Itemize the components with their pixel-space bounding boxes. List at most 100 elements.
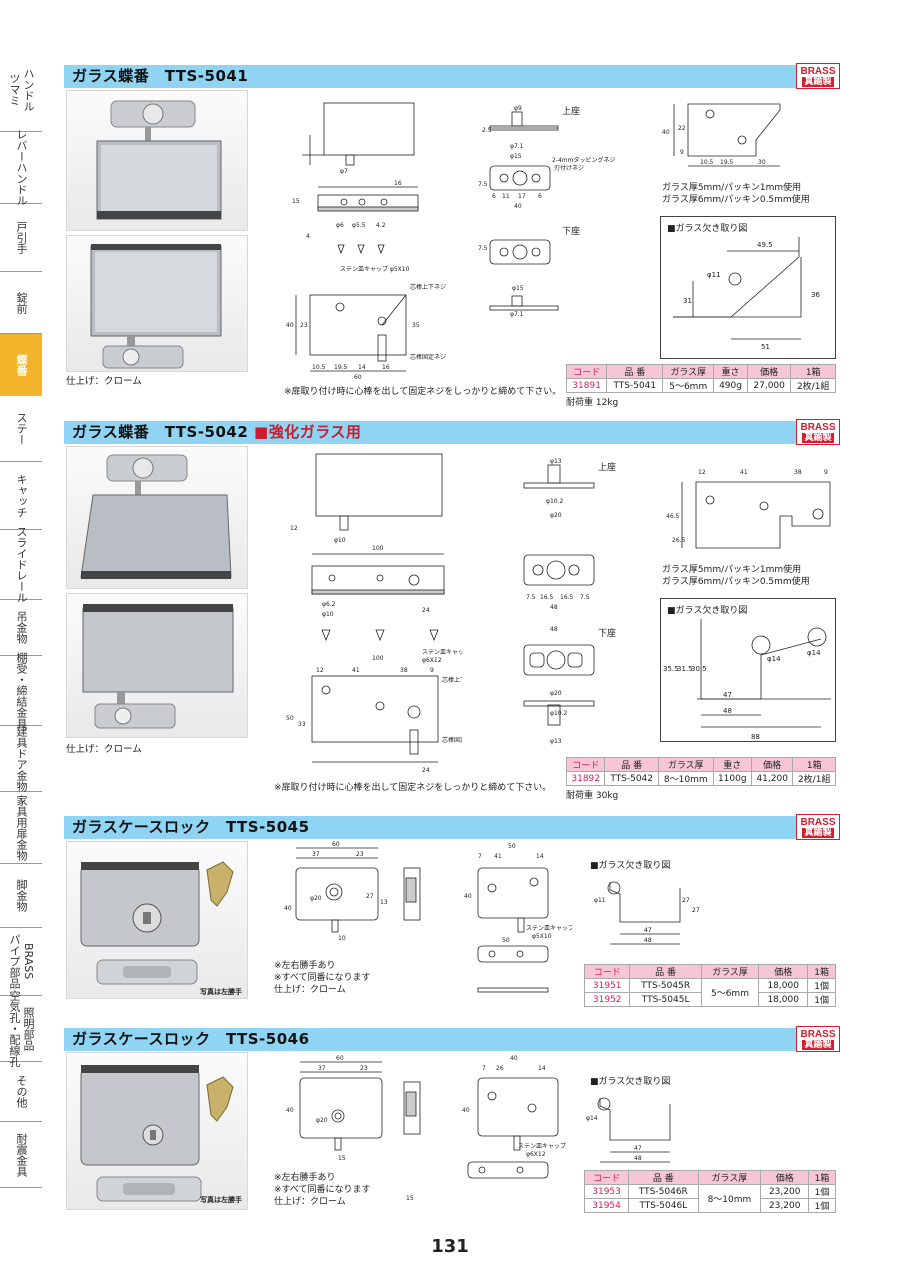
page-number: 131 — [431, 1236, 469, 1257]
svg-text:φ10.2: φ10.2 — [550, 710, 568, 717]
index-tab[interactable]: 錠前 — [0, 272, 42, 334]
product-photo-tts-5046 — [66, 1052, 248, 1210]
svg-text:27: 27 — [692, 907, 700, 914]
svg-text:31: 31 — [683, 297, 692, 305]
photo-caption: 写真は左勝手 — [200, 1196, 242, 1204]
svg-text:φ15: φ15 — [512, 285, 524, 292]
svg-text:2.5: 2.5 — [482, 127, 492, 134]
section-title: ガラス蝶番 TTS-5042 — [72, 423, 249, 441]
brass-badge: BRASS 真鍮製 — [796, 419, 840, 445]
svg-text:48: 48 — [723, 707, 732, 715]
svg-text:27: 27 — [682, 897, 690, 904]
svg-text:6: 6 — [538, 193, 542, 200]
svg-text:φ20: φ20 — [550, 512, 562, 519]
index-tab[interactable]: 耐震金具 — [0, 1122, 42, 1188]
svg-text:φ20: φ20 — [310, 895, 322, 902]
table-cell: TTS-5041 — [606, 378, 664, 393]
table-cell: 490g — [713, 378, 748, 393]
svg-text:刃付けネジ: 刃付けネジ — [554, 164, 584, 172]
svg-text:41: 41 — [494, 853, 502, 860]
hand-note: ※左右勝手あり — [274, 1173, 336, 1183]
install-note: ※扉取り付け時に心棒を出して固定ネジをしっかりと締めて下さい。 — [284, 387, 562, 397]
index-tab[interactable]: 家具用扉金物 — [0, 792, 42, 864]
brass-badge: BRASS 真鍮製 — [796, 63, 840, 89]
table-cell: 18,000 — [758, 992, 809, 1007]
svg-text:芯棒固定ネジ: 芯棒固定ネジ — [442, 736, 462, 744]
table-cell: 31951 — [583, 978, 631, 993]
index-tab-label: 脚金物 — [15, 879, 28, 912]
column-header: 品 番 — [606, 364, 664, 379]
svg-text:14: 14 — [536, 853, 544, 860]
svg-text:ステン皿キャップ: ステン皿キャップ — [422, 649, 462, 656]
index-tab[interactable]: 蝶番 — [0, 334, 42, 396]
svg-text:6: 6 — [492, 193, 496, 200]
svg-text:16.5: 16.5 — [560, 594, 574, 601]
index-tab[interactable]: スライドレール — [0, 526, 42, 603]
index-tab[interactable]: 建具ドア金物 — [0, 726, 42, 792]
index-tab[interactable]: キャッチ — [0, 462, 42, 530]
table-cell: 31952 — [583, 992, 631, 1007]
svg-text:φ10: φ10 — [334, 537, 346, 544]
column-header: 価格 — [758, 964, 809, 979]
svg-text:φ7.1: φ7.1 — [510, 143, 524, 150]
table-cell: 27,000 — [746, 378, 792, 393]
svg-text:7: 7 — [478, 853, 482, 860]
svg-text:23: 23 — [360, 1065, 368, 1072]
column-header: 1箱 — [790, 364, 836, 379]
svg-text:60: 60 — [354, 374, 362, 380]
index-tab[interactable]: 棚受・締結金具 — [0, 652, 42, 729]
index-tab[interactable]: 吊金物 — [0, 600, 42, 656]
index-tab-label: スライドレール — [15, 526, 28, 603]
index-tab[interactable]: その他 — [0, 1062, 42, 1122]
index-tab[interactable]: 戸引手 — [0, 204, 42, 272]
install-note: ※扉取り付け時に心棒を出して固定ネジをしっかりと締めて下さい。 — [274, 783, 552, 793]
column-header: 価格 — [746, 364, 792, 379]
svg-text:47: 47 — [644, 927, 652, 934]
index-tab[interactable]: ステー — [0, 396, 42, 462]
index-tab[interactable]: 照明部品空気孔・配線孔 — [0, 990, 42, 1067]
svg-text:φ11: φ11 — [594, 897, 606, 904]
svg-text:49.5: 49.5 — [757, 241, 773, 249]
svg-text:41: 41 — [740, 469, 748, 476]
svg-text:16.5: 16.5 — [540, 594, 554, 601]
svg-text:10.5: 10.5 — [700, 159, 714, 166]
index-tab-label: 蝶番 — [15, 353, 28, 376]
product-photo-tts-5041-bottom — [66, 235, 248, 372]
svg-text:60: 60 — [336, 1055, 344, 1062]
table-cell: 1個 — [807, 978, 836, 993]
svg-text:17: 17 — [518, 193, 526, 200]
column-header: コード — [565, 364, 608, 379]
index-tab[interactable]: レバーハンドル — [0, 129, 42, 206]
index-tab-label: パイプ部品 — [8, 934, 21, 989]
column-header: 重さ — [713, 364, 748, 379]
brass-badge-top: BRASS — [800, 816, 836, 828]
column-header: ガラス厚 — [700, 964, 760, 979]
brass-badge-bottom: 真鍮製 — [802, 827, 834, 838]
table-cell: 1個 — [808, 1184, 836, 1199]
brass-badge-top: BRASS — [800, 65, 836, 77]
finish-text: 仕上げ：クローム — [274, 1197, 346, 1207]
svg-text:φ15: φ15 — [510, 153, 522, 160]
svg-text:11: 11 — [502, 193, 510, 200]
index-tab[interactable]: 脚金物 — [0, 864, 42, 928]
index-tab-label: ツマミ — [8, 73, 21, 106]
svg-text:40: 40 — [464, 893, 472, 900]
svg-text:φ9: φ9 — [514, 105, 522, 112]
svg-text:51: 51 — [761, 343, 770, 351]
index-tab-label: BRASS — [22, 943, 35, 980]
table-cell: TTS-5045L — [629, 992, 702, 1007]
index-tab-label: 家具用扉金物 — [15, 794, 28, 861]
column-header: 品 番 — [604, 757, 659, 772]
column-header: ガラス厚 — [662, 364, 715, 379]
column-header: コード — [583, 1170, 630, 1185]
svg-text:4.2: 4.2 — [376, 222, 386, 229]
index-tab[interactable]: ハンドルツマミ — [0, 48, 42, 132]
